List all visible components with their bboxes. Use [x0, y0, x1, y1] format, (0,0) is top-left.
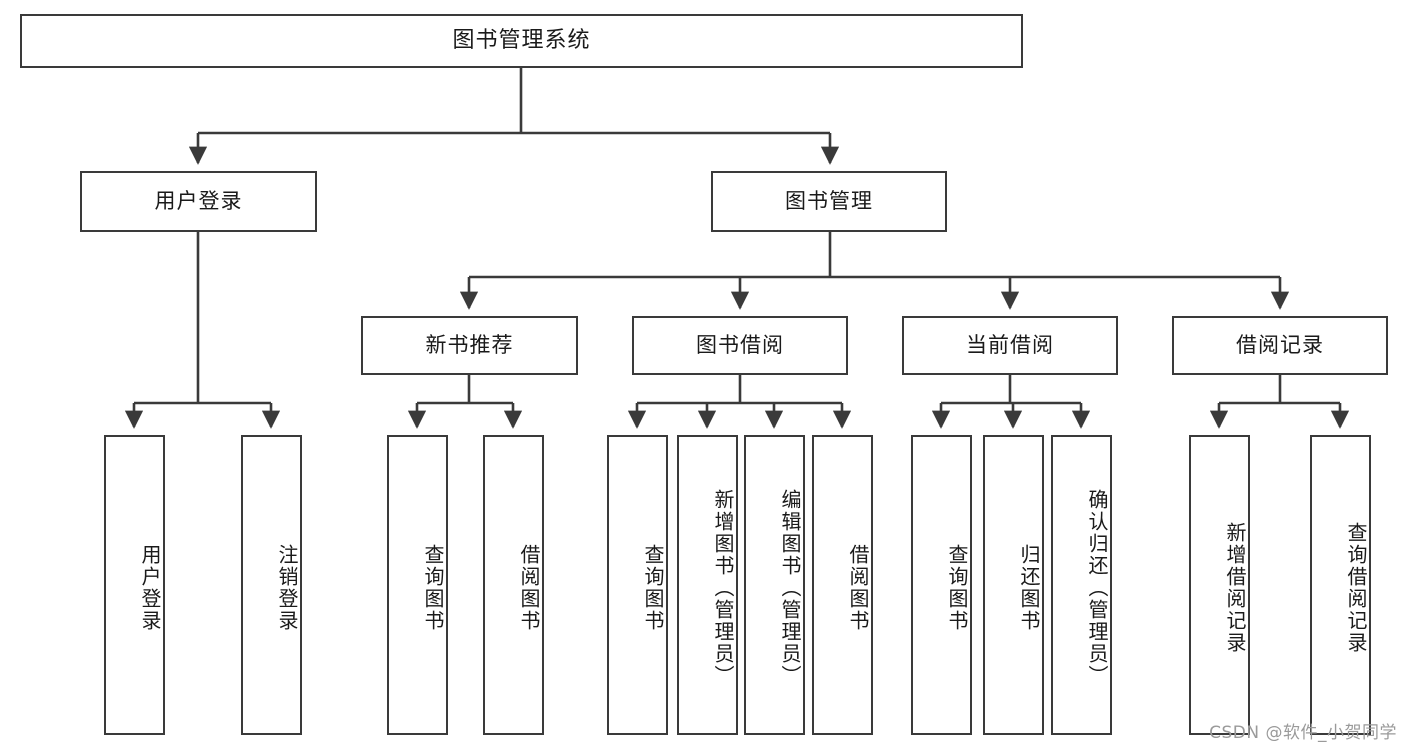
leaf-edit-book-admin-label: 编辑图书（管理员）	[778, 489, 802, 687]
leaf-user-login[interactable]: 用户登录	[104, 435, 165, 735]
leaf-return-books-label: 归还图书	[1017, 544, 1041, 632]
leaf-logout-label: 注销登录	[275, 544, 299, 632]
csdn-watermark: CSDN @软件_小贺同学	[1209, 723, 1397, 743]
node-book-borrowing-label: 图书借阅	[696, 332, 784, 357]
leaf-borrow-books-borrowing-label: 借阅图书	[846, 544, 870, 632]
leaf-return-books[interactable]: 归还图书	[983, 435, 1044, 735]
leaf-query-books-borrowing-label: 查询图书	[641, 544, 665, 632]
leaf-query-books-current-label: 查询图书	[945, 544, 969, 632]
node-new-book-recommendation[interactable]: 新书推荐	[361, 316, 578, 375]
node-book-borrowing[interactable]: 图书借阅	[632, 316, 848, 375]
leaf-query-books-current[interactable]: 查询图书	[911, 435, 972, 735]
node-borrowing-records-label: 借阅记录	[1236, 332, 1324, 357]
leaf-query-books-borrowing[interactable]: 查询图书	[607, 435, 668, 735]
leaf-query-books-recommend[interactable]: 查询图书	[387, 435, 448, 735]
node-root-label: 图书管理系统	[452, 27, 591, 53]
leaf-query-borrow-record[interactable]: 查询借阅记录	[1310, 435, 1371, 735]
leaf-borrow-books-recommend[interactable]: 借阅图书	[483, 435, 544, 735]
node-book-management[interactable]: 图书管理	[711, 171, 947, 232]
leaf-add-book-admin-label: 新增图书（管理员）	[711, 489, 735, 687]
node-current-borrowing[interactable]: 当前借阅	[902, 316, 1118, 375]
leaf-confirm-return-admin-label: 确认归还（管理员）	[1085, 489, 1109, 687]
leaf-edit-book-admin[interactable]: 编辑图书（管理员）	[744, 435, 805, 735]
node-user-login-label: 用户登录	[154, 188, 243, 213]
leaf-user-login-label: 用户登录	[138, 544, 162, 632]
node-book-management-label: 图书管理	[785, 188, 873, 213]
leaf-query-borrow-record-label: 查询借阅记录	[1344, 522, 1368, 654]
node-user-login[interactable]: 用户登录	[80, 171, 317, 232]
leaf-borrow-books-borrowing[interactable]: 借阅图书	[812, 435, 873, 735]
leaf-borrow-books-recommend-label: 借阅图书	[517, 544, 541, 632]
node-new-book-recommendation-label: 新书推荐	[425, 332, 514, 357]
leaf-add-borrow-record-label: 新增借阅记录	[1223, 522, 1247, 654]
leaf-add-book-admin[interactable]: 新增图书（管理员）	[677, 435, 738, 735]
node-borrowing-records[interactable]: 借阅记录	[1172, 316, 1388, 375]
leaf-query-books-recommend-label: 查询图书	[421, 544, 445, 632]
node-current-borrowing-label: 当前借阅	[966, 332, 1054, 357]
leaf-add-borrow-record[interactable]: 新增借阅记录	[1189, 435, 1250, 735]
leaf-logout[interactable]: 注销登录	[241, 435, 302, 735]
node-root[interactable]: 图书管理系统	[20, 14, 1023, 68]
leaf-confirm-return-admin[interactable]: 确认归还（管理员）	[1051, 435, 1112, 735]
